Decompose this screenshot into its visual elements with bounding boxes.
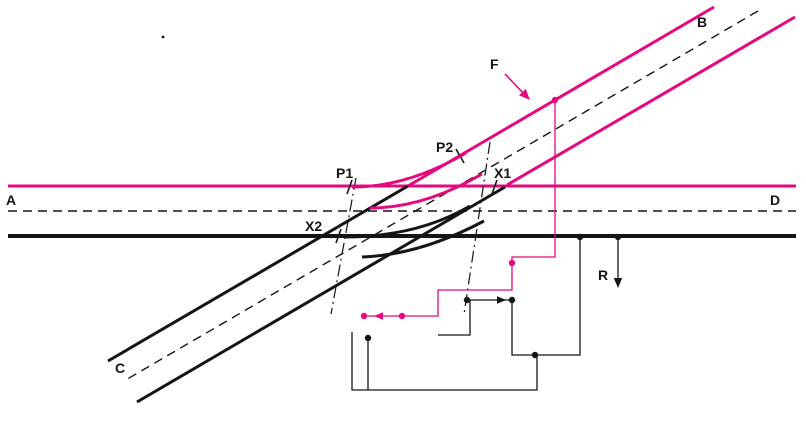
label-r: R [598, 267, 608, 283]
frame-outline [351, 332, 538, 391]
centerline-bc [123, 10, 759, 382]
label-d: D [770, 192, 780, 208]
switch-axis-1 [330, 177, 357, 315]
arrowhead-r [613, 278, 623, 288]
dot-crank-right [531, 351, 539, 359]
rod-magenta-main [364, 100, 556, 317]
arrow-f-shaft [504, 73, 526, 96]
dot-rail-connection [576, 233, 584, 241]
label-b: B [697, 14, 707, 30]
dot-rod-magenta-3 [360, 312, 368, 320]
speck [161, 35, 165, 39]
rail-c-lower [136, 185, 506, 404]
label-c: C [115, 360, 125, 376]
dot-detector-right [508, 296, 516, 304]
rail-c-upper [107, 184, 409, 363]
toe-mark-p1 [346, 179, 353, 195]
arrowhead-rod-black [497, 296, 506, 304]
rod-black-left [438, 300, 471, 336]
dot-rod-magenta-1 [508, 259, 516, 267]
arrowhead-rod-magenta [374, 312, 383, 320]
slip-rail-black-outer [343, 204, 471, 239]
label-a: A [6, 192, 16, 208]
label-x2: X2 [305, 218, 322, 234]
dot-detector-left [463, 296, 471, 304]
label-p1: P1 [336, 165, 353, 181]
dot-branch-tap [551, 96, 559, 104]
dot-rod-magenta-2 [398, 312, 406, 320]
slip-rail-magenta-outer [351, 151, 467, 189]
dot-crank-left [364, 334, 372, 342]
slip-rail-magenta-inner [369, 172, 483, 210]
label-x1: X1 [494, 165, 511, 181]
slip-rail-black-inner [361, 219, 485, 259]
switch-axis-2 [463, 141, 491, 315]
rod-black-right [511, 300, 535, 356]
label-f: F [490, 56, 499, 72]
arrowhead-f [519, 88, 530, 100]
dot-rail-r [614, 233, 622, 241]
rod-black-to-rail [535, 238, 581, 356]
toe-mark-x1 [491, 179, 498, 195]
label-p2: P2 [436, 139, 453, 155]
toe-mark-x2 [335, 228, 342, 244]
